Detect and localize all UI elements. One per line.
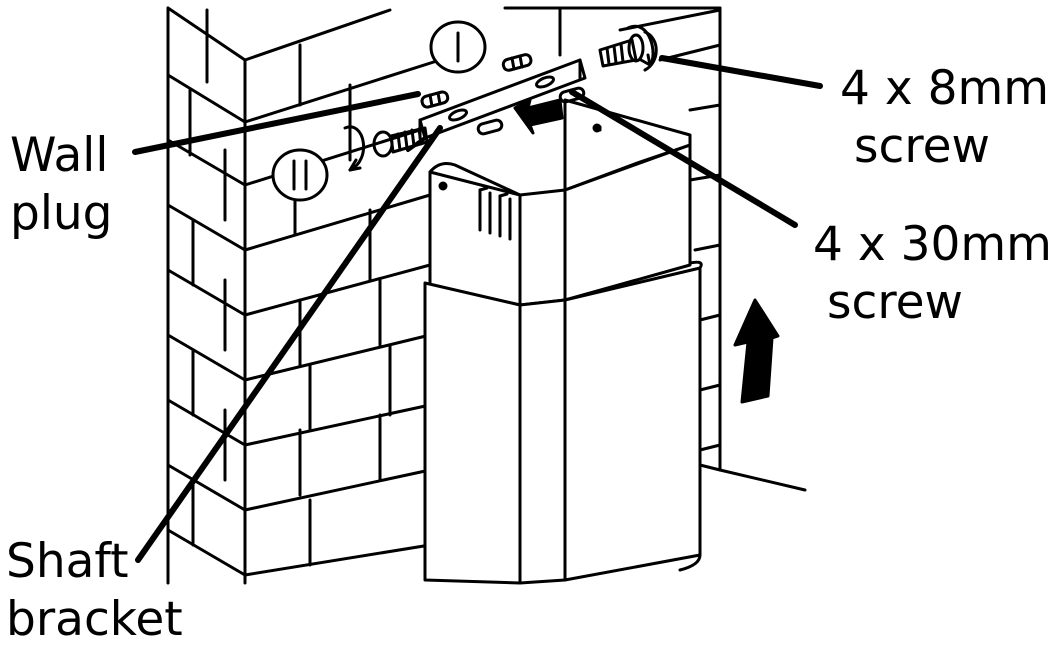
wall-plug-label-line1: Wall [10,128,109,183]
push-arrow-icon [513,98,564,135]
screw-30mm-label-line1: 4 x 30mm [813,217,1052,272]
wall-plug-label-line2: plug [10,186,113,241]
brick-pier [166,6,247,585]
screw-30mm-label: 4 x 30mm screw [813,216,1052,332]
shaft-bracket [418,58,587,140]
chimney-shaft [423,98,703,585]
up-arrow-icon [733,298,780,404]
screw-8mm-label-line2: screw [854,119,990,174]
shaft-bracket-label-line1: Shaft [6,534,129,589]
leader-lines [132,55,823,563]
leader-wall-plug [132,91,421,155]
leader-8mm-screw [659,55,823,89]
leader-extra [406,136,427,152]
step-circle-2 [271,148,329,202]
leader-shaft-bracket [135,125,443,563]
wall-plug-label: Wall plug [10,127,113,243]
screw-8mm-label: 4 x 8mm screw [840,60,1049,176]
shaft-bracket-label-line2: bracket [6,592,183,647]
shaft-bracket-label: Shaft bracket [6,533,183,649]
screw-30mm-label-line2: screw [827,275,963,330]
wall-plug-left [420,90,450,109]
wall-plug-right [501,53,533,72]
rotation-icon [343,24,655,172]
leader-30mm-screw [569,89,798,228]
screw-8mm-label-line1: 4 x 8mm [840,61,1050,116]
step-circle-1 [429,20,487,74]
